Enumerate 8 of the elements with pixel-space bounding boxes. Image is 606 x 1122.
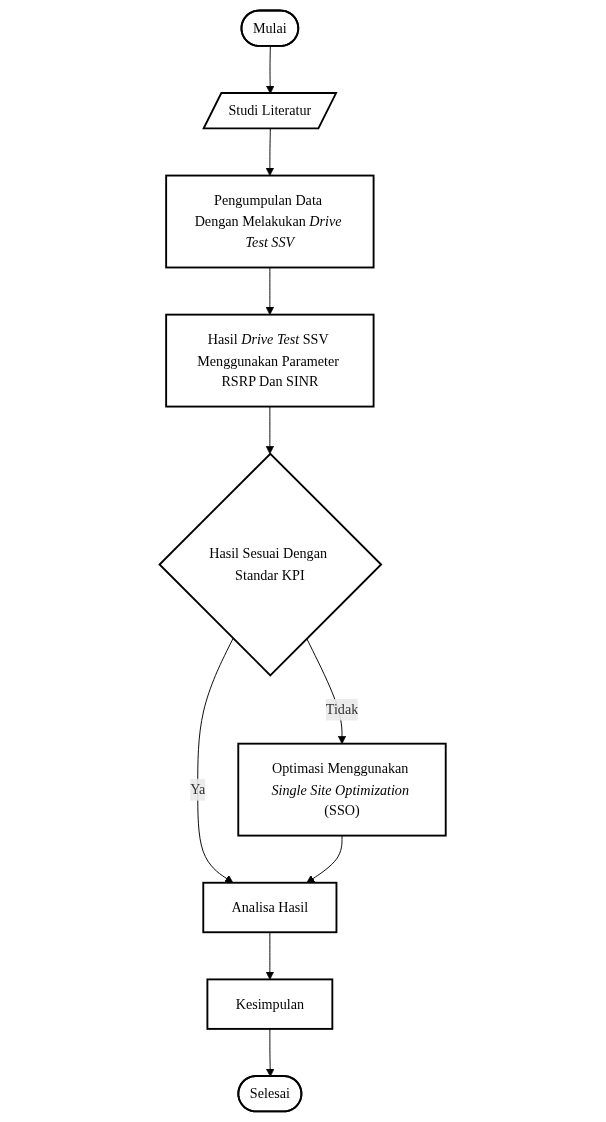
edge-label: Ya [190,781,206,797]
node-box: Analisa Hasil [202,881,338,934]
node-box: Kesimpulan [206,978,334,1030]
node-box: Hasil Drive Test SSV Menggunakan Parameter RSRP Dan SINR [165,313,375,408]
edge-label: Tidak [326,701,359,717]
node-box: Pengumpulan Data Dengan Melakukan Drive Test SSV [165,174,375,269]
node-diamond: Hasil Sesuai Dengan Standar KPI [158,452,383,677]
node-box: Optimasi Menggunakan Single Site Optimization (SSO) [237,742,448,837]
